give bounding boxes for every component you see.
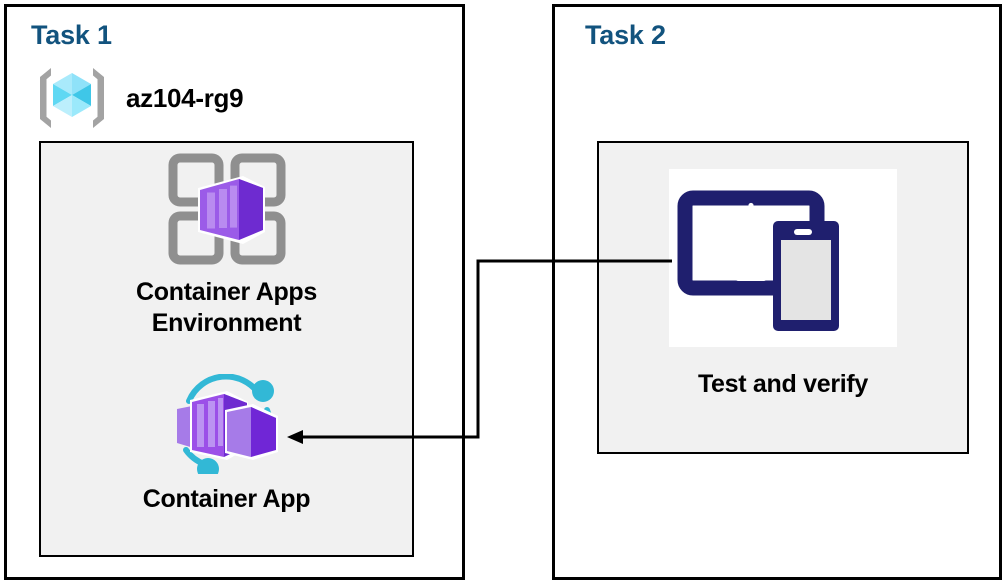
test-and-verify-group: Test and verify: [597, 169, 969, 399]
container-apps-environment-label: Container Apps Environment: [39, 277, 414, 339]
container-app-label: Container App: [142, 485, 311, 513]
resource-group-row: az104-rg9: [36, 62, 336, 134]
container-apps-environment-label-line-2: Environment: [151, 309, 302, 337]
container-apps-environment-label-line-1: Container Apps: [136, 278, 317, 306]
task-1-title: Task 1: [31, 20, 112, 50]
container-apps-environment-group: Container Apps Environment: [39, 150, 414, 339]
container-app-group: Container App: [39, 373, 414, 515]
test-and-verify-label: Test and verify: [697, 370, 869, 398]
task-2-title: Task 2: [585, 20, 666, 50]
test-and-verify-image-frame: [669, 169, 897, 347]
resource-group-label: az104-rg9: [126, 82, 244, 113]
resource-group-icon: [36, 64, 108, 132]
container-apps-environment-icon: [165, 150, 289, 268]
container-app-icon: [163, 373, 291, 480]
devices-tablet-phone-icon: [677, 190, 839, 331]
